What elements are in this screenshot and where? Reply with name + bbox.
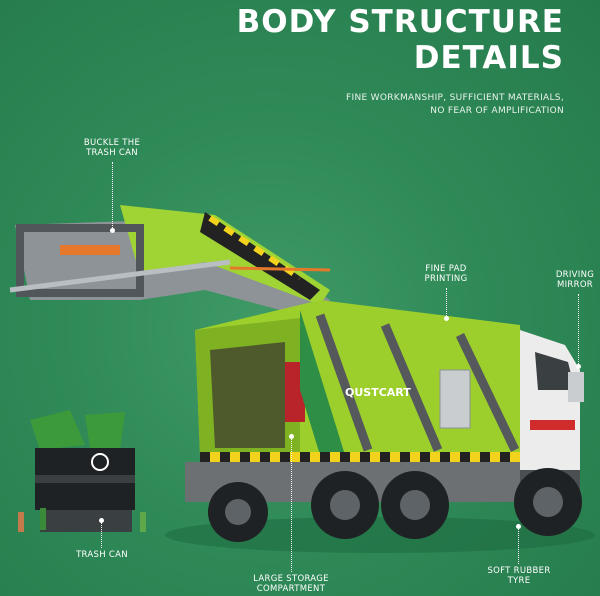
recycle-icon xyxy=(91,453,109,471)
callout-buckle-line-2: TRASH CAN xyxy=(86,148,138,158)
callout-fine-pad-dot xyxy=(444,316,449,321)
truck-side-print: QUSTCART xyxy=(345,386,411,399)
callout-mirror-line-2: MIRROR xyxy=(556,280,594,290)
callout-driving-mirror: DRIVING MIRROR xyxy=(550,270,600,290)
callout-storage-guide xyxy=(291,436,292,572)
callout-tyre-line-1: SOFT RUBBER xyxy=(487,566,551,576)
callout-buckle-guide xyxy=(112,162,113,230)
subtitle-line-2: NO FEAR OF AMPLIFICATION xyxy=(430,106,564,116)
subtitle-line-1: FINE WORKMANSHIP, SUFFICIENT MATERIALS, xyxy=(346,93,564,103)
driving-mirror xyxy=(568,372,584,402)
ground-shadow xyxy=(165,517,595,553)
callout-fine-pad-line-1: FINE PAD xyxy=(425,264,467,274)
callout-tyre-dot xyxy=(516,524,521,529)
callout-fine-pad-printing: FINE PAD PRINTING xyxy=(408,264,484,284)
callout-buckle-line-1: BUCKLE THE xyxy=(83,138,141,148)
callout-trash-can-text: TRASH CAN xyxy=(76,550,128,560)
trash-can-model xyxy=(18,410,146,532)
callout-trash-can: TRASH CAN xyxy=(60,550,144,560)
callout-tyre-line-2: TYRE xyxy=(507,576,531,586)
callout-fine-pad-guide xyxy=(446,288,447,318)
title-line-1: BODY STRUCTURE xyxy=(236,4,564,40)
callout-mirror-dot xyxy=(576,364,581,369)
callout-buckle-trash-can: BUCKLE THE TRASH CAN xyxy=(72,138,152,158)
title-line-2: DETAILS xyxy=(413,40,564,76)
callout-soft-rubber-tyre: SOFT RUBBER TYRE xyxy=(476,566,562,586)
callout-trash-can-guide xyxy=(101,520,102,548)
callout-fine-pad-line-2: PRINTING xyxy=(424,274,468,284)
tyres xyxy=(208,468,582,542)
callout-mirror-guide xyxy=(578,294,579,366)
callout-buckle-dot xyxy=(110,228,115,233)
callout-tyre-guide xyxy=(518,526,519,564)
subtitle: FINE WORKMANSHIP, SUFFICIENT MATERIALS, … xyxy=(346,92,564,118)
callout-trash-can-dot xyxy=(99,518,104,523)
callout-storage-line-2: COMPARTMENT xyxy=(256,584,326,594)
callout-large-storage: LARGE STORAGE COMPARTMENT xyxy=(236,574,346,594)
callout-storage-dot xyxy=(289,434,294,439)
truck-body: QUSTCART xyxy=(185,300,540,502)
page-title: BODY STRUCTURE DETAILS xyxy=(237,4,564,76)
callout-storage-line-1: LARGE STORAGE xyxy=(253,574,329,584)
lifting-arm xyxy=(9,205,331,318)
callout-mirror-line-1: DRIVING xyxy=(555,270,595,280)
